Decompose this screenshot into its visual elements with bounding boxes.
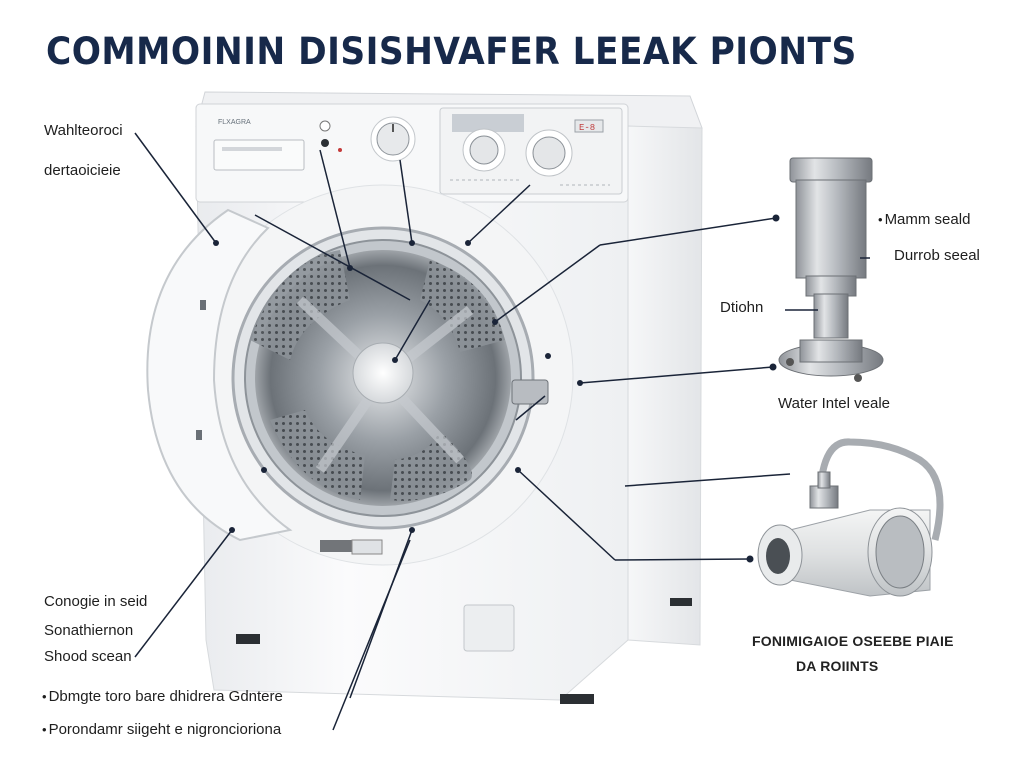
label-right-4: Water Intel veale — [778, 395, 890, 412]
label-bottom-2: •Porondamr siigeht e nigroncioriona — [42, 721, 282, 738]
label-left-bottom-2: Sonathiernon — [44, 622, 134, 639]
callout-line — [254, 214, 411, 301]
callout-line — [134, 132, 217, 244]
label-right-3: Dtiohn — [720, 299, 764, 316]
label-right-5a: FONIMIGAIOE OSEEBE PIAIE — [752, 633, 954, 649]
label-left-top-1: Wahlteoroci — [44, 122, 123, 139]
callout-line — [515, 395, 546, 421]
door — [146, 208, 293, 542]
inlet-valve — [757, 438, 944, 597]
callout-line — [134, 529, 233, 658]
label-right-5b: DA ROIINTS — [796, 658, 879, 674]
callout-dots — [213, 214, 780, 563]
callout-line — [319, 149, 351, 269]
program-knob-icon — [370, 116, 416, 162]
callout-line — [349, 529, 413, 699]
label-left-top-2: dertaoicieie — [44, 162, 121, 179]
callout-line — [614, 558, 751, 561]
callout-line — [399, 159, 413, 244]
callout-line — [394, 299, 431, 361]
callout-line — [517, 469, 616, 561]
spin-knob-icon — [525, 129, 573, 177]
door-latch — [511, 379, 549, 405]
label-bottom-1: •Dbmgte toro bare dhidrera Gdntere — [42, 688, 283, 705]
diagram-title: COMMOININ DISISHVAFER LEEAK PIONTS — [46, 30, 857, 73]
pump-seal-assembly — [778, 157, 884, 382]
callout-lines — [134, 132, 870, 731]
callout-line — [494, 244, 601, 323]
washer-machine: FLXAGRA E-8 — [146, 91, 703, 704]
label-right-2: Durrob seeal — [894, 247, 980, 264]
callout-line — [624, 473, 791, 487]
filter-door — [463, 604, 515, 652]
panel-model-text: FLXAGRA — [218, 119, 251, 126]
temperature-knob-icon — [462, 128, 506, 172]
label-left-bottom-3: Shood scean — [44, 648, 132, 665]
panel-display: E-8 — [579, 123, 595, 133]
label-left-bottom-1: Conogie in seid — [44, 593, 148, 610]
callout-line — [599, 217, 777, 246]
drum-hub — [352, 342, 414, 404]
label-right-1: •Mamm seald — [878, 211, 971, 228]
detergent-drawer — [213, 139, 305, 171]
callout-line — [332, 539, 411, 731]
callout-line — [579, 366, 774, 384]
callout-line — [467, 184, 531, 244]
